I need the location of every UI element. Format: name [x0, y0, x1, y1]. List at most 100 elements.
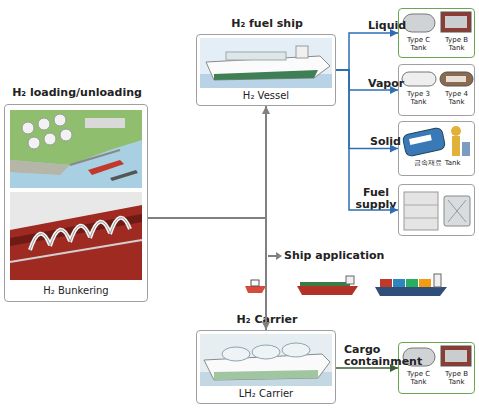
port-illustration-part: [10, 110, 142, 188]
process-box: H₂ CarrierLH₂ Carrier: [196, 330, 336, 404]
ship-icons-part: [300, 282, 350, 286]
connector-arrow: [148, 218, 266, 330]
process-box: Type 3 TankType 4 Tank: [398, 64, 475, 116]
port-illustration-part: [54, 114, 66, 126]
edge-label: Liquid: [368, 20, 408, 32]
node-text: Type 4 Tank: [438, 91, 475, 106]
node-text: LH₂ Carrier: [197, 388, 335, 399]
node-heading: Fuel supply: [355, 187, 397, 211]
process-box: Type C TankType B Tank: [398, 342, 475, 394]
vessel-illustration-part: [296, 46, 308, 58]
bunkering-illustration-part: [10, 240, 142, 262]
liquid-tank-illustration-part: [403, 14, 435, 32]
section-label: Ship application: [284, 250, 404, 262]
cargo-tank-illustration-part: [445, 350, 467, 362]
connector-arrow: [148, 106, 266, 218]
cargo-tank-illustration-part: [441, 346, 471, 366]
bunkering-illustration-part: [10, 192, 142, 280]
connector-arrow: [336, 367, 398, 369]
vapor-tank-illustration-part: [440, 72, 473, 86]
fuel-supply-illustration-part: [404, 192, 438, 230]
ship-icons-part: [375, 287, 447, 296]
solid-tank-illustration-part: [402, 127, 446, 157]
solid-tank-illustration: [402, 126, 470, 157]
port-illustration-part: [22, 122, 34, 134]
vapor-tank-illustration-part: [402, 72, 436, 86]
solid-tank-illustration-part: [409, 134, 432, 144]
liquid-tank-illustration: [403, 12, 471, 32]
carrier-illustration-part: [282, 343, 310, 357]
cargo-tank-illustration: [403, 346, 471, 366]
solid-tank-illustration-part: [462, 142, 470, 156]
fuel-supply-illustration-part: [444, 196, 470, 226]
vessel-illustration: [200, 38, 332, 88]
bunkering-illustration-part: [10, 205, 142, 280]
ship-icons-part: [245, 286, 266, 293]
node-heading: H₂ Carrier: [197, 314, 337, 326]
node-text: Type B Tank: [438, 37, 475, 52]
solid-tank-illustration-part: [452, 136, 460, 156]
edge-label: Vapor: [368, 78, 408, 90]
node-text: H₂ Bunkering: [5, 285, 147, 296]
vapor-tank-illustration-part: [446, 76, 466, 82]
port-illustration-part: [10, 110, 142, 165]
liquid-tank-illustration-part: [441, 12, 471, 32]
port-illustration-part: [88, 160, 124, 175]
ship-icons-part: [251, 280, 259, 286]
ship-application-arrow-part: [268, 255, 276, 257]
edge-label: Solid: [370, 136, 410, 148]
process-box: H₂ loading/unloadingH₂ Bunkering: [4, 104, 148, 302]
fuel-supply-illustration-part: [404, 218, 438, 219]
port-illustration-part: [85, 118, 125, 128]
node-text: Type C Tank: [400, 37, 437, 52]
process-box: 금속재료 Tank: [398, 121, 475, 176]
carrier-illustration: [200, 334, 332, 386]
port-illustration-part: [60, 129, 72, 141]
ship-icons-part: [393, 279, 405, 287]
port-illustration: [10, 110, 142, 188]
bunkering-illustration: [10, 192, 142, 280]
connector-arrow: [336, 70, 398, 210]
ship-application-arrow: [268, 252, 282, 260]
process-box: Fuel supply: [398, 184, 475, 236]
ship-icons: [245, 274, 447, 296]
solid-tank-illustration-part: [451, 126, 461, 136]
node-text: H₂ Vessel: [197, 90, 335, 101]
port-illustration-part: [110, 170, 138, 181]
process-box: Type C TankType B Tank: [398, 8, 475, 58]
carrier-illustration-part: [214, 370, 318, 380]
connector-arrow: [336, 70, 398, 90]
fuel-supply-illustration-part: [448, 200, 466, 222]
node-text: 금속재료 Tank: [401, 160, 474, 168]
port-illustration-part: [44, 133, 56, 145]
node-heading: H₂ loading/unloading: [1, 87, 153, 99]
carrier-illustration-part: [252, 345, 280, 359]
ship-icons-part: [406, 279, 418, 287]
vessel-illustration-part: [226, 52, 286, 60]
process-box: H₂ fuel shipH₂ Vessel: [196, 34, 336, 106]
vessel-illustration-part: [214, 70, 318, 80]
ship-icons-part: [380, 279, 392, 287]
fuel-supply-illustration-part: [404, 205, 438, 206]
node-text: Type B Tank: [438, 371, 475, 386]
fuel-supply-illustration: [404, 192, 470, 230]
ship-icons-part: [434, 274, 441, 287]
node-text: Type C Tank: [400, 371, 437, 386]
edge-label: Cargo containment: [344, 344, 398, 368]
liquid-tank-illustration-part: [445, 16, 467, 28]
carrier-illustration-part: [222, 347, 250, 361]
ship-icons-part: [346, 276, 354, 284]
cargo-tank-illustration-part: [403, 348, 435, 366]
ship-application-arrow-part: [276, 252, 282, 260]
port-illustration-part: [10, 160, 70, 175]
ship-icons-part: [297, 286, 358, 295]
port-illustration-part: [28, 137, 40, 149]
vapor-tank-illustration: [402, 72, 473, 86]
fuel-supply-illustration-part: [448, 200, 466, 222]
node-text: Type 3 Tank: [400, 91, 437, 106]
port-illustration-part: [38, 118, 50, 130]
node-heading: H₂ fuel ship: [197, 18, 337, 30]
connector-arrow: [336, 70, 398, 149]
